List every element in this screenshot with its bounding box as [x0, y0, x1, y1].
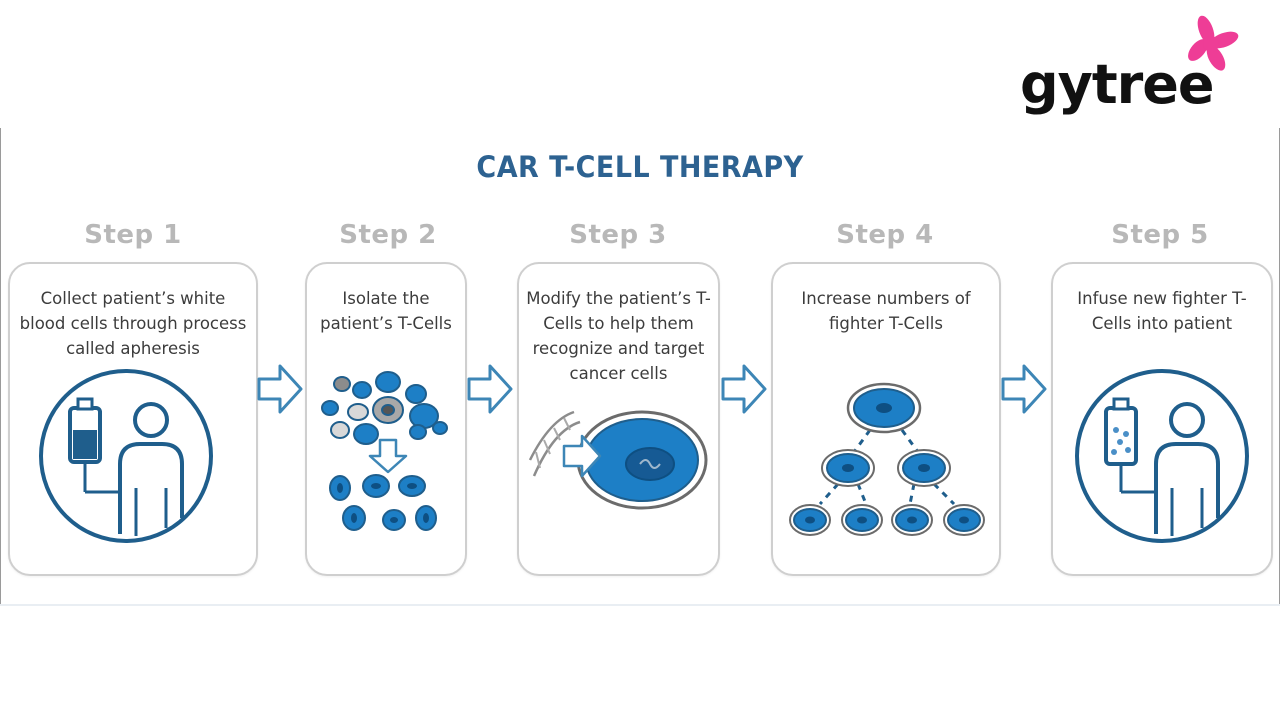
dna-modified-cell-icon [528, 410, 708, 510]
diagram-title: CAR T-CELL THERAPY [476, 150, 804, 184]
step-2-label: Step 2 [339, 220, 437, 250]
step-2-text: Isolate the patient’s T-Cells [320, 289, 452, 333]
flower-icon [1188, 15, 1239, 71]
step-5-text: Infuse new fighter T-Cells into patient [1077, 289, 1247, 333]
infusion-patient-icon [1075, 369, 1249, 543]
step-5-card: Infuse new fighter T-Cells into patient [1051, 262, 1273, 576]
arrow-right-icon [467, 364, 513, 414]
apheresis-patient-icon [39, 369, 213, 543]
arrow-right-icon [1001, 364, 1047, 414]
panel-divider [0, 604, 1280, 606]
step-3-text: Modify the patient’s T-Cells to help the… [526, 289, 711, 383]
brand-logo: gytree [1018, 14, 1248, 126]
step-4-label: Step 4 [836, 220, 934, 250]
cell-multiplication-icon [789, 382, 985, 536]
brand-wordmark: gytree [1020, 53, 1215, 116]
step-1-text: Collect patient’s white blood cells thro… [19, 289, 247, 358]
step-4-text: Increase numbers of fighter T-Cells [801, 289, 971, 333]
step-3-label: Step 3 [569, 220, 667, 250]
step-5-label: Step 5 [1111, 220, 1209, 250]
isolate-cells-icon [321, 371, 448, 531]
step-1-label: Step 1 [84, 220, 182, 250]
arrow-right-icon [721, 364, 767, 414]
arrow-right-icon [257, 364, 303, 414]
